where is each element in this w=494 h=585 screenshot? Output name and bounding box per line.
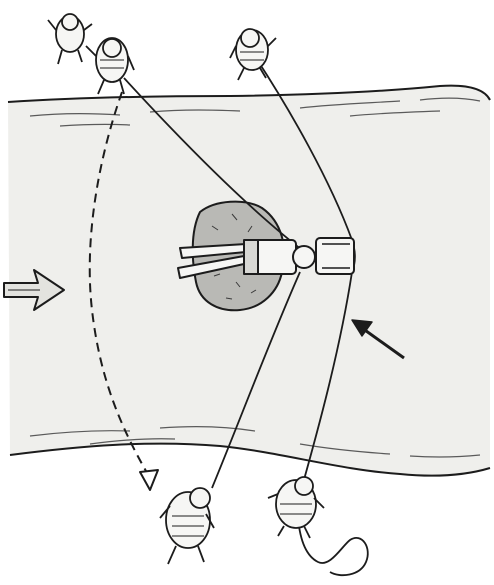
victim-head bbox=[293, 246, 315, 268]
